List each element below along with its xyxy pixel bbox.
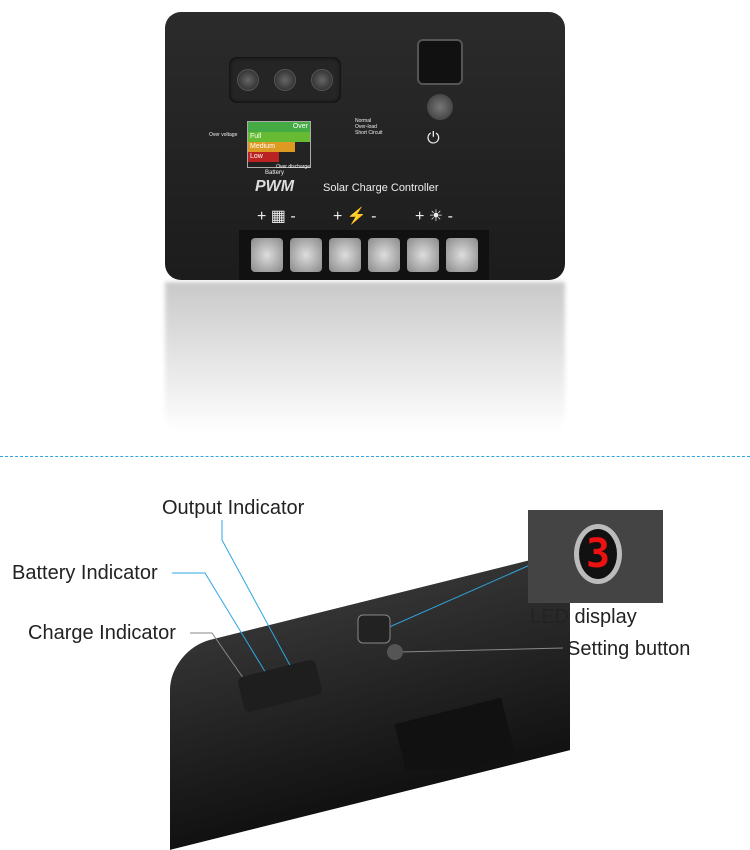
terminal-block-angled: [394, 697, 516, 770]
battery-indicator-callout: Battery Indicator: [12, 562, 158, 584]
battery-icon: ⚡: [346, 208, 367, 225]
setting-button[interactable]: [427, 94, 453, 120]
load-legend: Normal Over-load Short Circuit: [355, 118, 383, 136]
led-leader: [377, 564, 531, 633]
terminal-block: [239, 230, 489, 280]
led-display-callout: LED display: [530, 606, 637, 628]
low-label: Low: [248, 152, 279, 162]
full-label: Full: [248, 132, 310, 142]
battery-label: Battery: [265, 170, 285, 176]
led-window-angled: [357, 614, 391, 644]
medium-label: Medium: [248, 142, 295, 152]
charge-controller-front: Over voltage Over Full Medium Low Over d…: [165, 12, 565, 280]
screw-terminal: [406, 238, 439, 272]
normal-label: Normal: [355, 118, 372, 124]
led-display-window: [417, 39, 463, 85]
solar-panel-icon: ▦: [270, 208, 286, 225]
screw-terminal: [289, 238, 322, 272]
solar-terminal-label: + ▦ -: [257, 208, 296, 225]
battery-terminal-label: + ⚡ -: [333, 208, 377, 225]
over-voltage-label: Over voltage: [209, 132, 238, 138]
battery-led: [273, 69, 296, 91]
overload-label: Over-load: [355, 124, 377, 130]
power-icon: ⏻: [427, 130, 440, 147]
battery-leader: [172, 572, 276, 689]
setting-button-callout: Setting button: [567, 638, 691, 660]
screw-terminal: [367, 238, 400, 272]
output-led: [311, 69, 334, 91]
screw-terminal: [445, 238, 478, 272]
led-display-inset: 3: [528, 510, 663, 603]
setting-button-angled: [387, 644, 403, 660]
pwm-label: PWM: [255, 178, 295, 195]
divider-line: [0, 456, 750, 457]
product-title: Solar Charge Controller: [323, 182, 439, 194]
screw-terminal: [250, 238, 283, 272]
reflection: [165, 282, 565, 432]
charge-indicator-callout: Charge Indicator: [28, 622, 176, 644]
indicator-window: [229, 57, 341, 103]
charge-led: [236, 69, 259, 91]
led-digit: 3: [574, 524, 622, 584]
over-label: Over: [248, 122, 310, 132]
load-terminal-label: + ☀ -: [415, 208, 453, 225]
callout-lines: [172, 520, 564, 770]
indicator-window-angled: [238, 660, 322, 712]
battery-legend: Over Full Medium Low Over discharge: [247, 121, 311, 170]
over-discharge-label: Over discharge: [276, 164, 310, 170]
setting-leader: [399, 647, 564, 653]
bulb-icon: ☀: [428, 208, 444, 225]
short-circuit-label: Short Circuit: [355, 130, 383, 136]
output-indicator-callout: Output Indicator: [162, 497, 305, 519]
screw-terminal: [328, 238, 361, 272]
output-leader: [221, 520, 299, 681]
charge-leader: [190, 632, 256, 696]
